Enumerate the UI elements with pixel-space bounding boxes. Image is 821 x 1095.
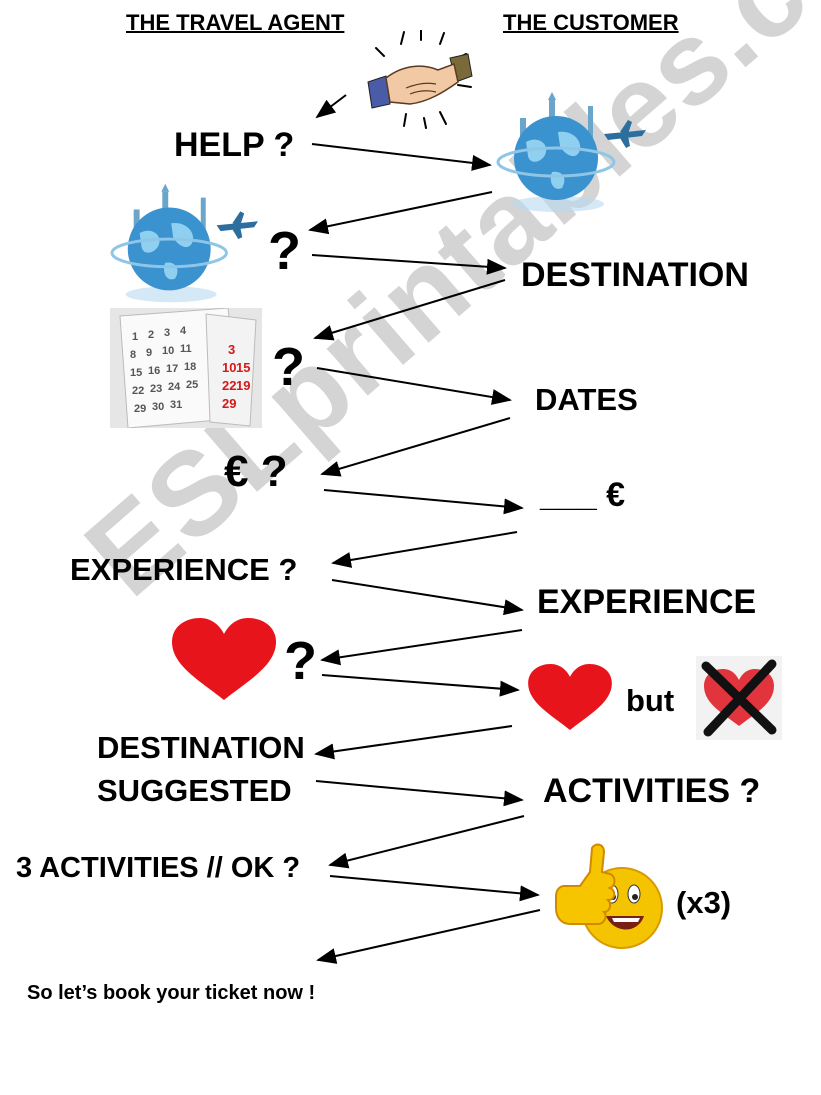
globe-plane-icon-agent	[110, 182, 260, 306]
customer-but: but	[626, 685, 674, 716]
svg-text:23: 23	[150, 383, 162, 395]
arrow-activities-to-ok	[330, 816, 524, 865]
svg-text:8: 8	[130, 349, 136, 361]
agent-love-question: ?	[284, 634, 317, 688]
agent-experience-question: EXPERIENCE ?	[70, 554, 297, 585]
arrow-budget-to-experienceq	[333, 532, 517, 563]
handshake-icon	[366, 30, 476, 130]
svg-text:24: 24	[168, 381, 181, 393]
agent-budget-question: € ?	[224, 450, 288, 494]
customer-activities-question: ACTIVITIES ?	[543, 774, 760, 808]
arrow-heart-to-suggested	[316, 726, 512, 754]
arrow-experience-to-loveq	[322, 630, 522, 660]
arrow-experienceq-to-experience	[332, 580, 522, 610]
svg-text:15: 15	[130, 367, 142, 379]
customer-destination: DESTINATION	[521, 258, 749, 292]
svg-text:1: 1	[132, 331, 138, 343]
arrow-budgetq-to-budget	[324, 490, 522, 508]
svg-text:31: 31	[170, 399, 182, 411]
svg-text:3: 3	[228, 342, 235, 357]
arrow-smiley-to-closing	[318, 910, 540, 960]
arrow-ok-to-smiley	[330, 876, 538, 895]
svg-text:25: 25	[186, 379, 198, 391]
heart-icon	[172, 618, 276, 700]
agent-help-question: HELP ?	[174, 128, 294, 162]
svg-text:3: 3	[164, 327, 170, 339]
svg-text:17: 17	[166, 363, 178, 375]
arrow-loveq-to-heart	[322, 675, 518, 690]
arrow-datesq-to-dates	[317, 368, 510, 400]
svg-text:29: 29	[134, 403, 146, 415]
svg-text:4: 4	[180, 325, 187, 337]
arrow-suggested-to-activities	[316, 781, 522, 800]
svg-text:16: 16	[148, 365, 160, 377]
arrow-destq-to-destination	[312, 255, 505, 268]
heart-icon-customer	[528, 664, 612, 730]
arrow-help-to-globe	[312, 144, 490, 165]
customer-experience: EXPERIENCE	[537, 585, 756, 619]
arrow-destination-to-datesq	[315, 280, 505, 338]
arrow-dates-to-budgetq	[322, 418, 510, 474]
customer-times-three: (x3)	[676, 887, 731, 918]
agent-dates-question: ?	[272, 340, 305, 394]
svg-text:9: 9	[146, 347, 152, 359]
svg-text:22: 22	[222, 378, 236, 393]
svg-text:29: 29	[222, 396, 236, 411]
svg-text:19: 19	[236, 378, 250, 393]
agent-destination-suggested-line1: DESTINATION	[97, 732, 305, 763]
arrow-globe-to-destq	[310, 192, 492, 230]
crossed-heart-icon	[696, 656, 782, 740]
svg-text:11: 11	[180, 343, 192, 355]
thumbs-up-smiley-icon	[550, 842, 666, 950]
agent-destination-suggested-line2: SUGGESTED	[97, 775, 292, 806]
agent-closing-line: So let’s book your ticket now !	[27, 983, 315, 1003]
agent-activities-ok-question: 3 ACTIVITIES // OK ?	[16, 854, 300, 883]
svg-text:10: 10	[222, 360, 236, 375]
svg-text:22: 22	[132, 385, 144, 397]
svg-text:15: 15	[236, 360, 250, 375]
svg-text:2: 2	[148, 329, 154, 341]
customer-budget: ___ €	[540, 478, 625, 512]
globe-plane-icon	[496, 92, 648, 214]
svg-text:30: 30	[152, 401, 164, 413]
agent-destination-question: ?	[268, 224, 301, 278]
svg-text:18: 18	[184, 361, 196, 373]
customer-dates: DATES	[535, 384, 638, 415]
arrow-handshake-to-help	[317, 95, 346, 117]
svg-text:10: 10	[162, 345, 174, 357]
